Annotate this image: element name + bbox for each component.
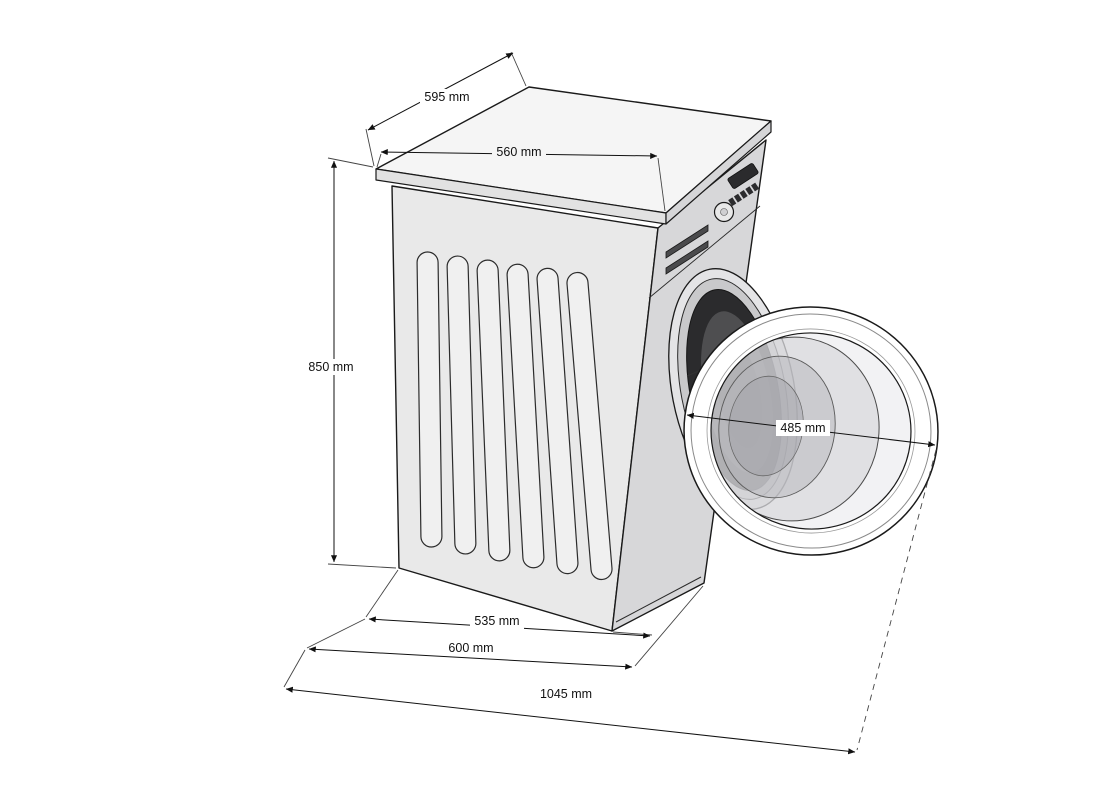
dimension-label-depth-door-open: 1045 mm bbox=[540, 687, 592, 701]
label-background bbox=[420, 89, 474, 105]
dimension-top-depth: 595 mm bbox=[365, 51, 527, 167]
dimension-label-door-diameter: 485 mm bbox=[780, 421, 825, 435]
display-screen bbox=[727, 163, 759, 189]
lid-front-right-edge bbox=[665, 120, 772, 225]
extension-line bbox=[283, 649, 306, 688]
extension-line bbox=[327, 563, 397, 569]
dimension-depth-door-open: 1045 mm bbox=[283, 449, 937, 755]
vent-slot bbox=[446, 255, 477, 555]
vent-slot bbox=[476, 259, 511, 562]
extension-line bbox=[327, 157, 374, 168]
dimension-line bbox=[308, 646, 633, 670]
dimension-top-width: 560 mm bbox=[376, 144, 666, 212]
extension-line bbox=[634, 585, 704, 667]
door-ring-outer-edge bbox=[683, 306, 939, 556]
panel-button bbox=[745, 186, 754, 196]
dimension-label-top-width: 560 mm bbox=[496, 145, 541, 159]
extension-line bbox=[365, 128, 375, 167]
dimension-base-depth: 535 mm bbox=[365, 569, 653, 639]
vent-slot bbox=[416, 251, 443, 548]
side-panel bbox=[391, 185, 659, 632]
label-background bbox=[536, 686, 596, 702]
dimension-height: 850 mm bbox=[304, 157, 397, 569]
panel-button bbox=[739, 189, 748, 199]
door-hinge bbox=[686, 369, 702, 377]
extension-line bbox=[376, 153, 382, 168]
door-edge-projection-dashed-line bbox=[856, 449, 937, 751]
panel-button bbox=[750, 182, 760, 192]
dimension-door-diameter: 485 mm bbox=[686, 412, 936, 448]
label-background bbox=[492, 144, 546, 160]
panel-button bbox=[728, 197, 737, 207]
dimension-label-base-depth: 535 mm bbox=[474, 614, 519, 628]
washing-machine bbox=[375, 86, 939, 632]
program-knob-center bbox=[720, 208, 728, 216]
label-background bbox=[304, 359, 358, 375]
dimension-label-overall-depth: 600 mm bbox=[448, 641, 493, 655]
extension-line bbox=[365, 569, 399, 618]
extension-line bbox=[306, 618, 366, 649]
vent-slots bbox=[416, 251, 613, 581]
dimension-overall-depth: 600 mm bbox=[306, 585, 704, 670]
plinth-line bbox=[615, 576, 702, 623]
panel-seam-line bbox=[648, 205, 761, 299]
detergent-drawer-slot bbox=[665, 224, 709, 259]
detergent-drawer-slot bbox=[665, 240, 709, 275]
label-background bbox=[470, 613, 524, 629]
dimension-annotations: 595 mm 560 mm 850 mm 485 mm bbox=[283, 51, 937, 755]
extension-line bbox=[657, 157, 666, 212]
control-panel bbox=[665, 163, 760, 275]
dimension-label-top-depth: 595 mm bbox=[424, 90, 469, 104]
dimension-label-height: 850 mm bbox=[308, 360, 353, 374]
control-buttons bbox=[728, 182, 760, 207]
vent-slot bbox=[506, 263, 545, 569]
dimension-line bbox=[285, 686, 856, 755]
vent-slot bbox=[536, 267, 579, 575]
label-background bbox=[776, 420, 830, 436]
label-background bbox=[444, 640, 498, 656]
vent-slot bbox=[566, 271, 613, 581]
extension-line bbox=[510, 51, 527, 87]
panel-button bbox=[733, 193, 743, 203]
